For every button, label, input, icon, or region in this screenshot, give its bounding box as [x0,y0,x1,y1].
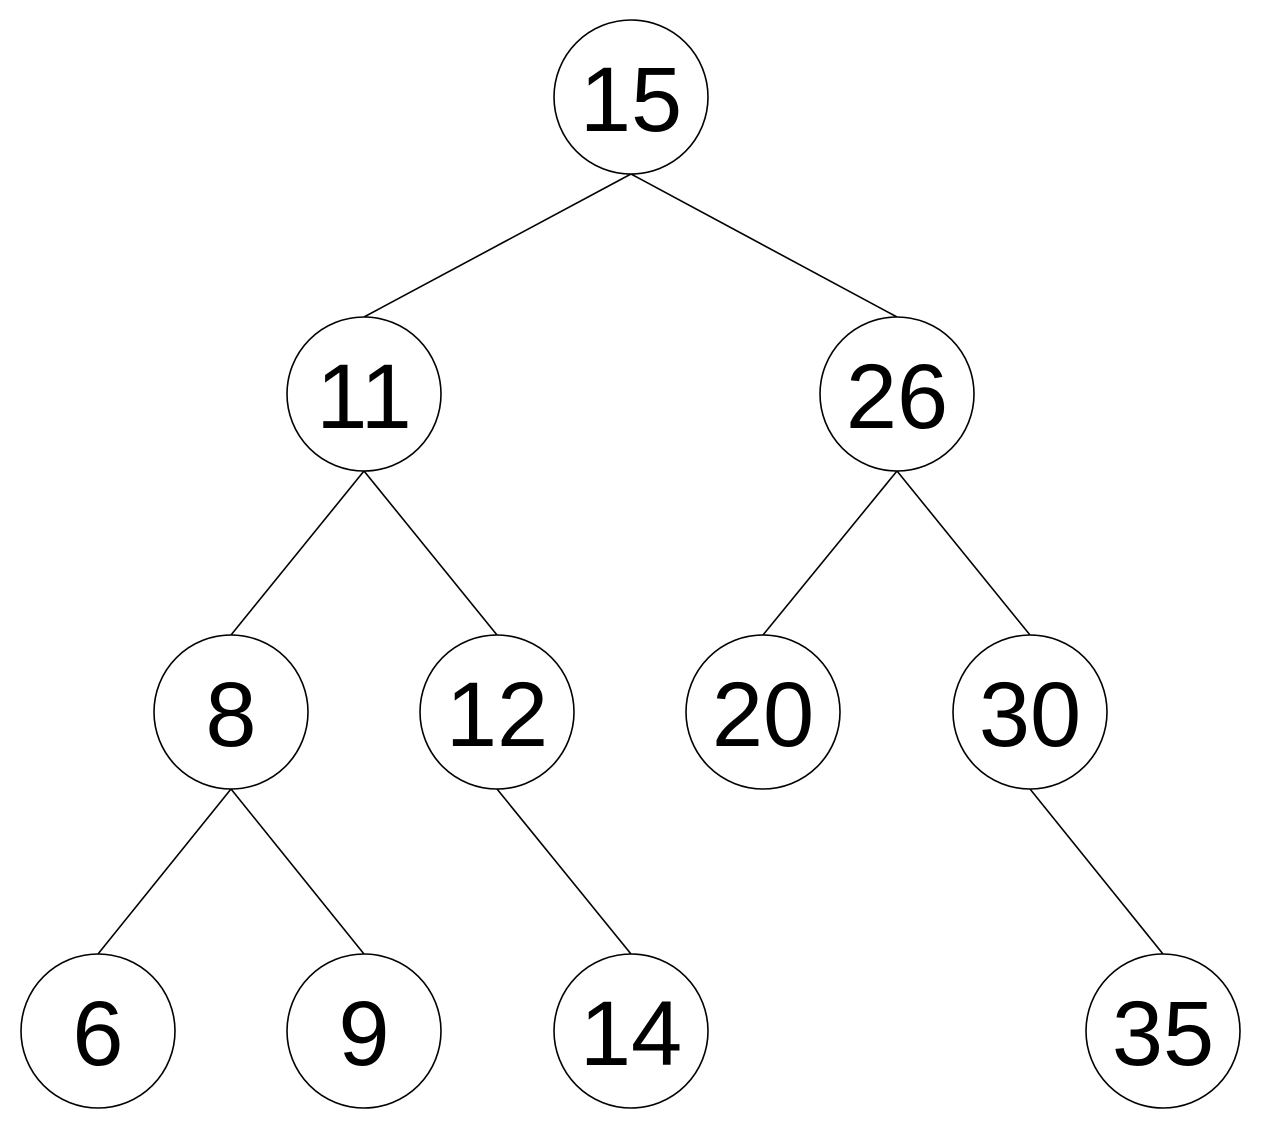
node-circle [952,634,1108,790]
node-label: 9 [338,983,389,1085]
edge-n12-n14 [496,788,632,955]
edge-n8-n9 [230,788,365,955]
edge-n30-n35 [1029,788,1164,955]
tree-node-12: 12 [419,634,575,790]
node-circle [685,634,841,790]
tree-node-20: 20 [685,634,841,790]
tree-node-35: 35 [1085,953,1241,1109]
edge-n11-n8 [230,470,365,636]
node-label: 12 [446,664,548,766]
nodes-layer: 15 11 26 8 12 20 30 6 9 14 35 [20,19,1241,1109]
node-label: 20 [712,664,814,766]
node-circle [20,953,176,1109]
edges-layer [97,173,1164,955]
tree-node-14: 14 [553,953,709,1109]
node-label: 15 [580,49,682,151]
edge-n11-n12 [363,470,498,636]
edge-n8-n6 [97,788,232,955]
node-circle [819,316,975,472]
node-circle [153,634,309,790]
node-circle [553,953,709,1109]
tree-node-6: 6 [20,953,176,1109]
node-label: 6 [72,983,123,1085]
tree-node-26: 26 [819,316,975,472]
node-circle [286,316,442,472]
node-label: 11 [316,346,412,448]
edge-n15-n26 [630,173,898,318]
node-label: 35 [1112,983,1214,1085]
node-label: 8 [205,664,256,766]
tree-node-8: 8 [153,634,309,790]
tree-node-11: 11 [286,316,442,472]
node-circle [1085,953,1241,1109]
node-label: 14 [580,983,682,1085]
tree-node-9: 9 [286,953,442,1109]
edge-n15-n11 [363,173,632,318]
node-circle [553,19,709,175]
tree-node-15: 15 [553,19,709,175]
tree-node-30: 30 [952,634,1108,790]
edge-n26-n20 [762,470,898,636]
node-circle [286,953,442,1109]
node-label: 30 [979,664,1081,766]
node-circle [419,634,575,790]
node-label: 26 [846,346,948,448]
edge-n26-n30 [896,470,1031,636]
